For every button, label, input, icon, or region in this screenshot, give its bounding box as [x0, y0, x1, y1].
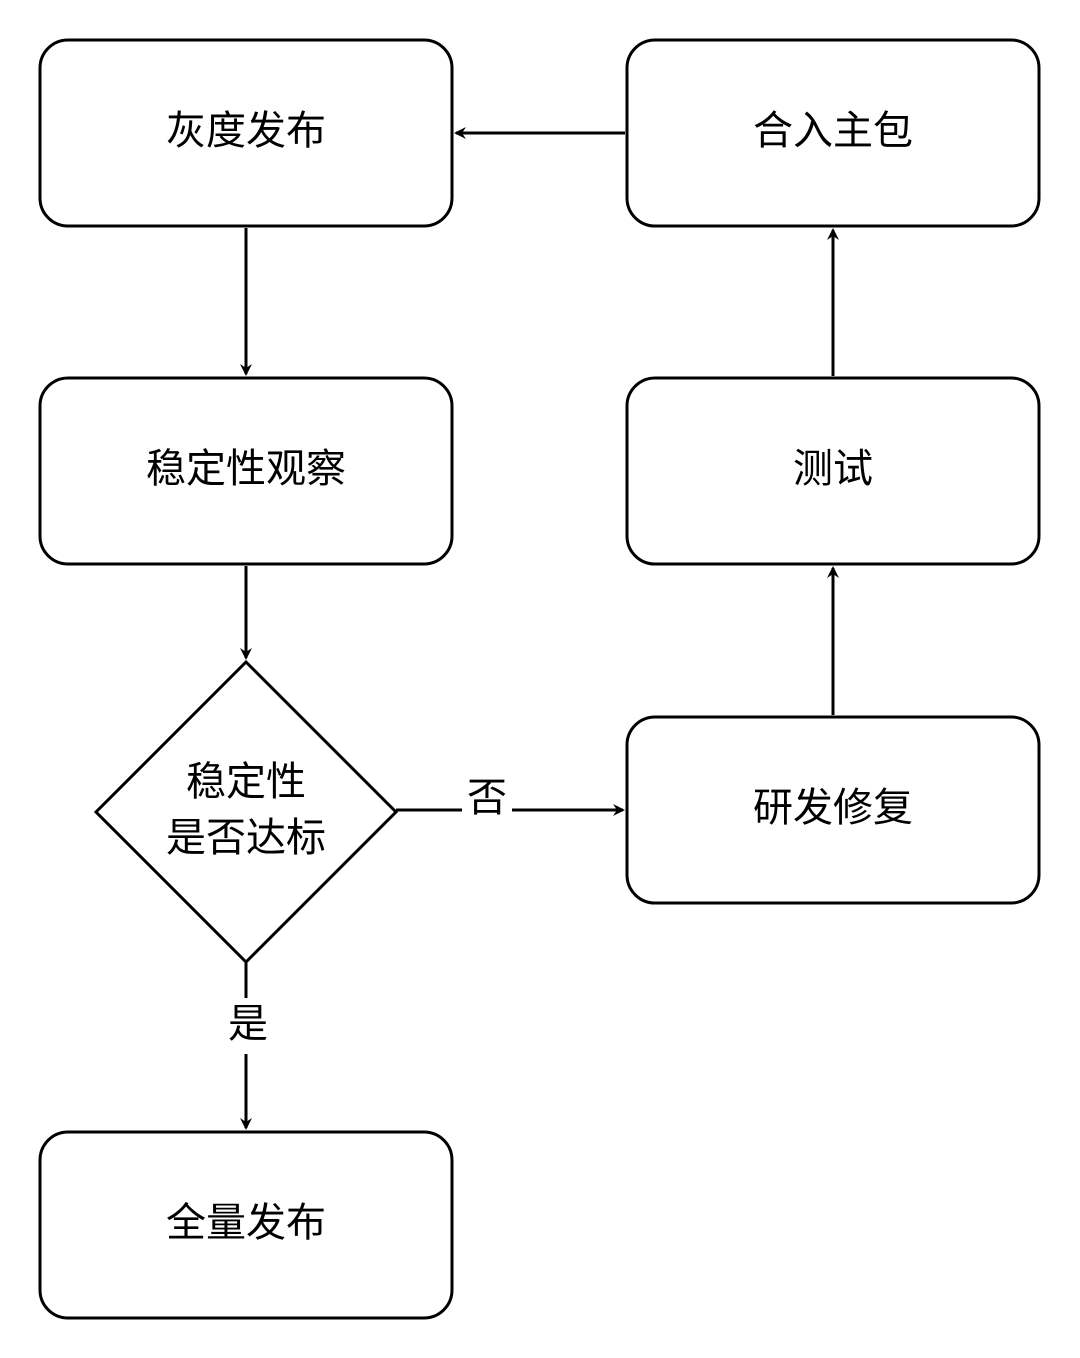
node-full-release-label: 全量发布	[166, 1200, 326, 1246]
node-dev-fix-label: 研发修复	[753, 785, 913, 831]
node-dev-fix: 研发修复	[625, 715, 1041, 905]
node-merge-main-label: 合入主包	[753, 108, 913, 154]
node-gray-release: 灰度发布	[38, 38, 454, 228]
node-testing: 测试	[625, 376, 1041, 566]
node-full-release: 全量发布	[38, 1130, 454, 1320]
edge-no-label: 否	[467, 775, 507, 821]
decision-label-line1: 稳定性	[186, 759, 306, 805]
edge-yes-label: 是	[228, 1001, 268, 1047]
node-stability-observation: 稳定性观察	[38, 376, 454, 566]
node-testing-label: 测试	[793, 446, 873, 492]
decision-label-line2: 是否达标	[166, 815, 326, 861]
node-merge-main: 合入主包	[625, 38, 1041, 228]
node-stability-observation-label: 稳定性观察	[146, 446, 346, 492]
decision-stability-met: 稳定性 是否达标	[93, 659, 399, 965]
node-gray-release-label: 灰度发布	[166, 108, 326, 154]
